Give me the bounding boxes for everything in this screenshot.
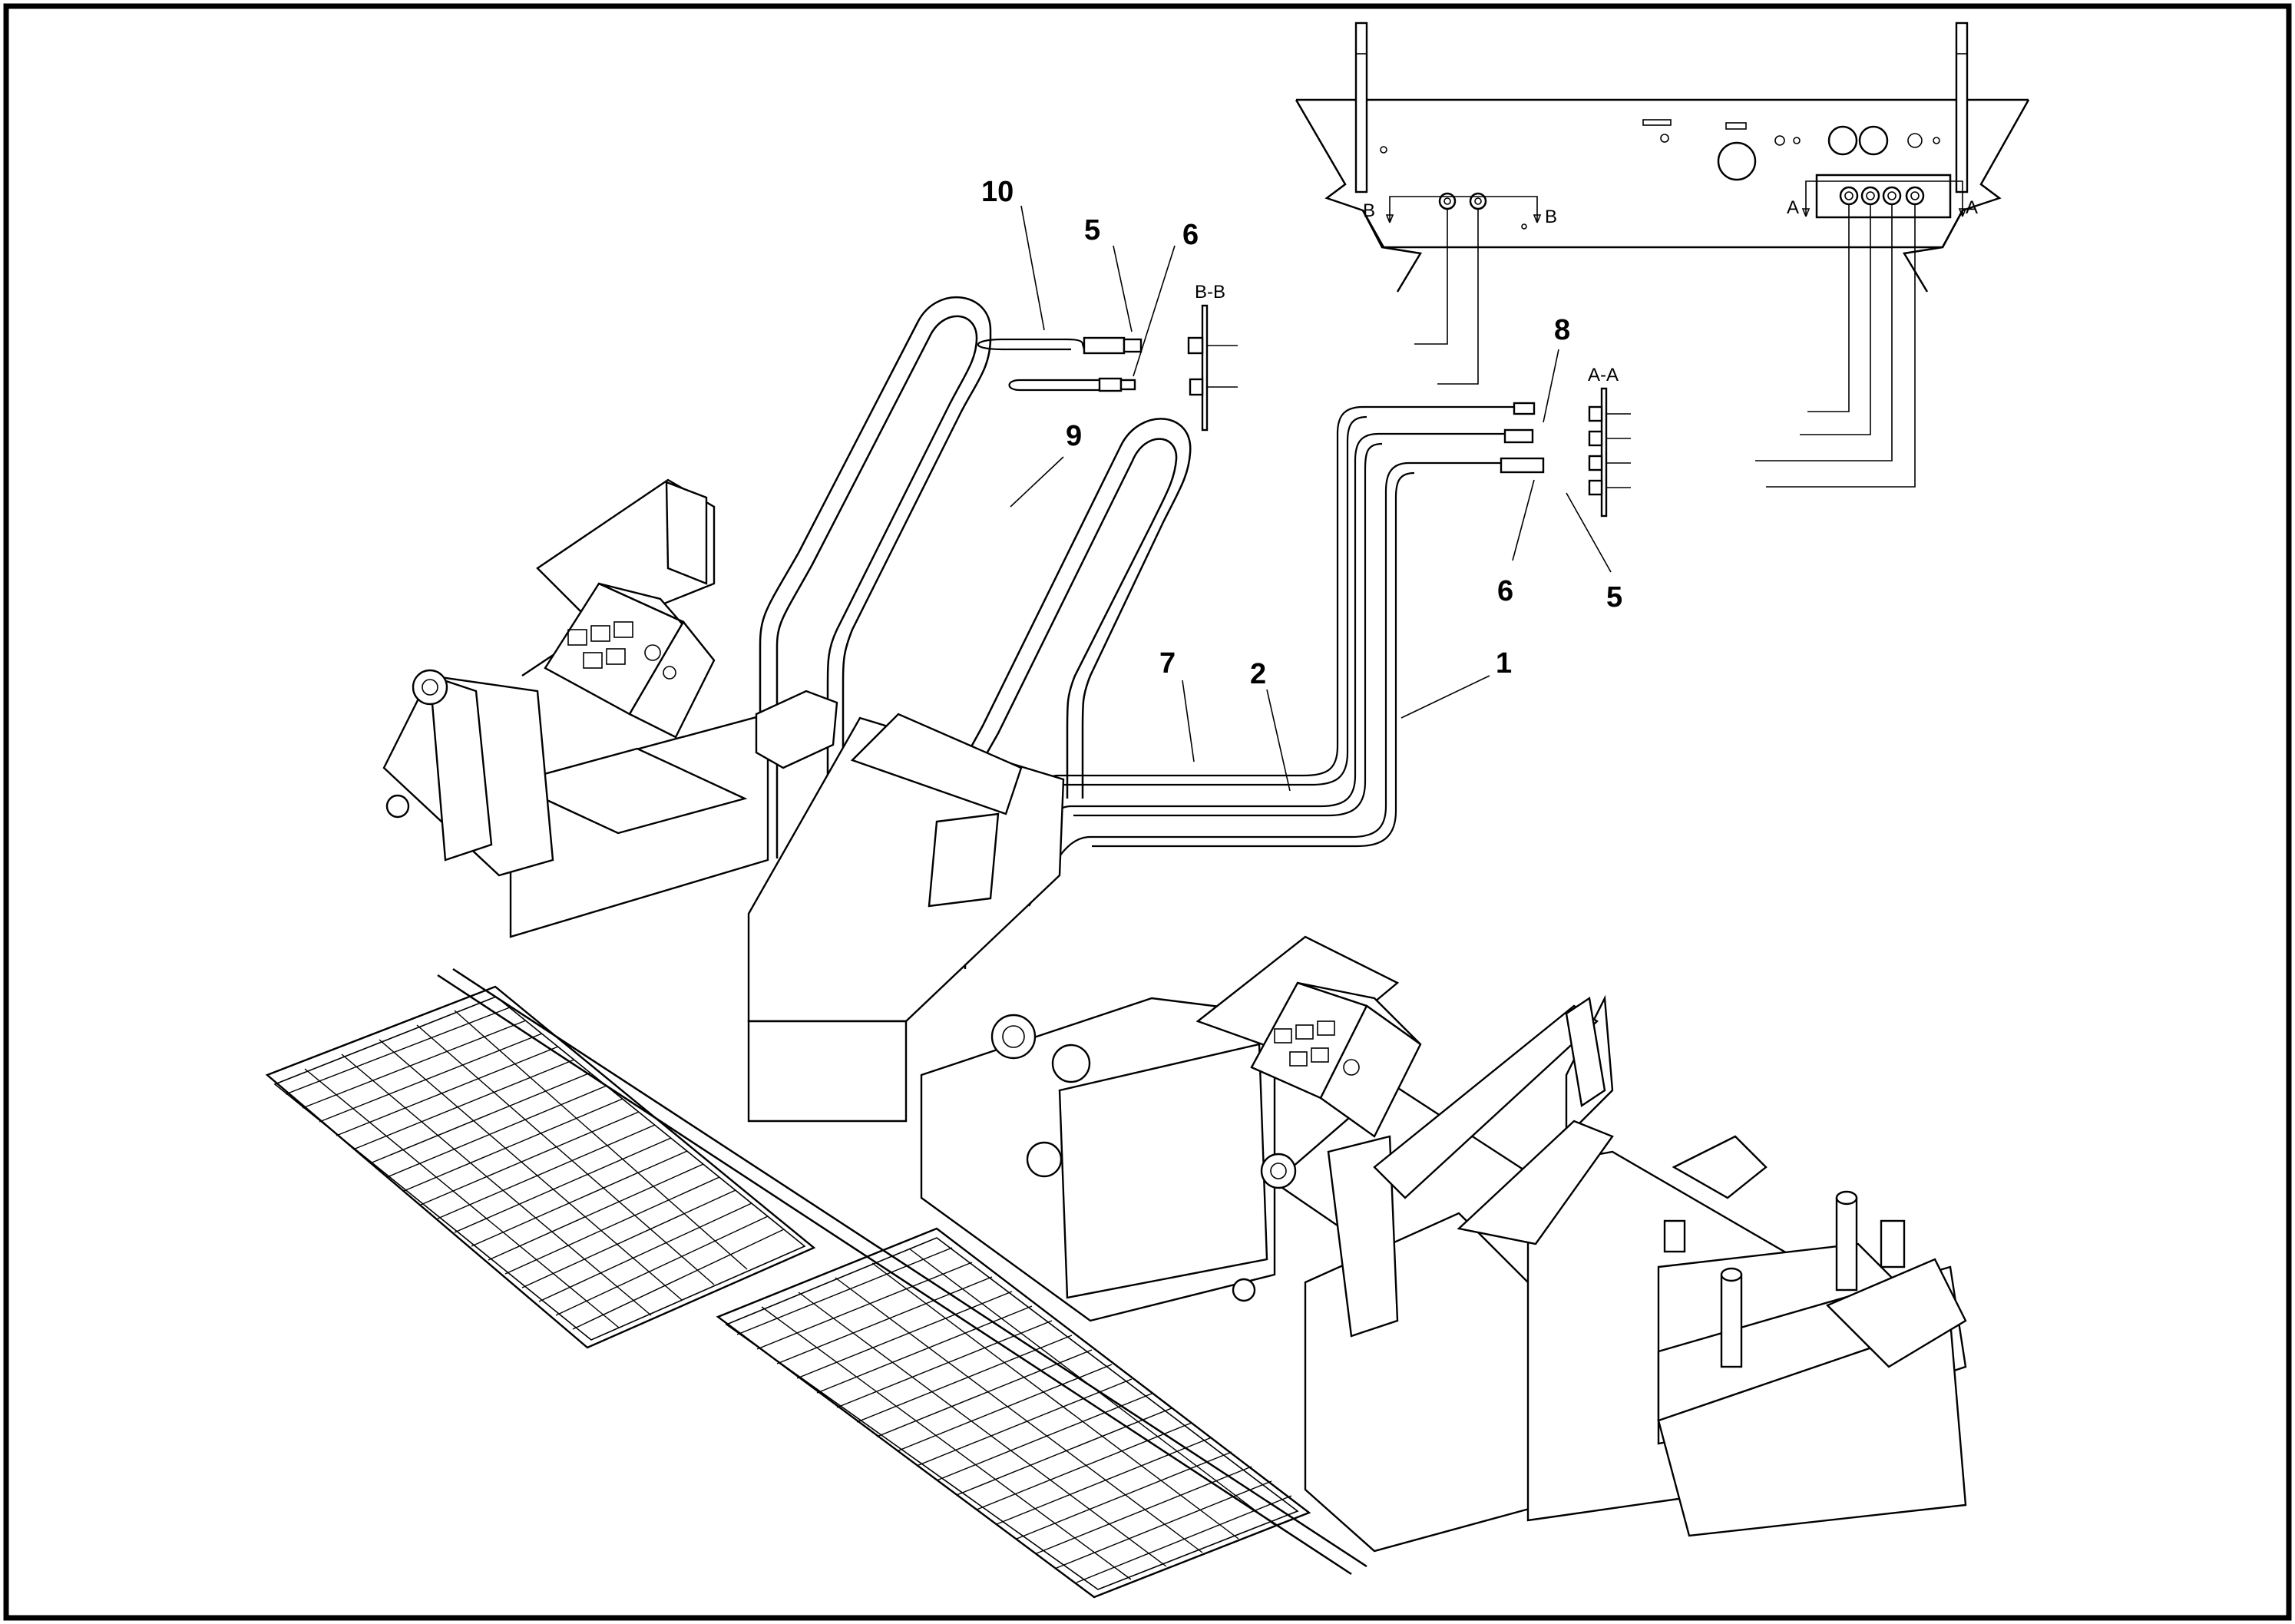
hinge-knob-left xyxy=(385,669,448,819)
walkway-grate-left xyxy=(265,985,816,1349)
section-mark-b-right: B xyxy=(1545,207,1557,227)
handrail-left xyxy=(759,296,992,858)
callout-5-upper: 5 xyxy=(1084,214,1100,246)
paver-main-body xyxy=(508,713,1967,1553)
walkway-grate-right xyxy=(716,1227,1311,1599)
tractor-rear-panel-detail: B B A A xyxy=(1295,21,2030,488)
control-console-right xyxy=(1250,981,1422,1138)
section-label-b-b: B-B xyxy=(1195,282,1225,303)
section-view-b-b: B-B xyxy=(1187,282,1238,432)
seat-box xyxy=(755,690,838,769)
callout-1: 1 xyxy=(1496,647,1512,680)
section-view-a-a: A-A xyxy=(1588,365,1631,518)
section-mark-a-right: A xyxy=(1966,197,1978,218)
side-frame-left xyxy=(382,478,716,877)
callout-9: 9 xyxy=(1066,420,1082,452)
callout-2: 2 xyxy=(1250,658,1266,690)
callout-6-upper: 6 xyxy=(1182,219,1199,251)
hose-set-upper xyxy=(977,336,1143,392)
section-mark-a-left: A xyxy=(1787,197,1799,218)
control-console-left xyxy=(544,582,716,739)
section-mark-b-left: B xyxy=(1363,200,1375,221)
center-valve-block xyxy=(990,1014,1091,1178)
hose-set-main xyxy=(1004,402,1545,907)
rear-screed-posts xyxy=(1663,1190,1906,1368)
leader-lines xyxy=(1010,205,1612,792)
callout-10: 10 xyxy=(981,176,1014,208)
drawing-frame xyxy=(3,3,2292,1621)
section-label-a-a: A-A xyxy=(1588,365,1619,385)
callout-5-lower: 5 xyxy=(1606,581,1622,614)
callout-labels: 10 5 6 9 8 6 5 7 2 1 xyxy=(981,176,1622,690)
callout-7: 7 xyxy=(1159,647,1176,680)
base-rail xyxy=(437,967,1367,1576)
callout-8: 8 xyxy=(1554,314,1570,346)
hinge-knob-right xyxy=(1232,1153,1297,1302)
callout-6-lower: 6 xyxy=(1497,575,1513,607)
side-frame-right xyxy=(1327,996,1606,1338)
